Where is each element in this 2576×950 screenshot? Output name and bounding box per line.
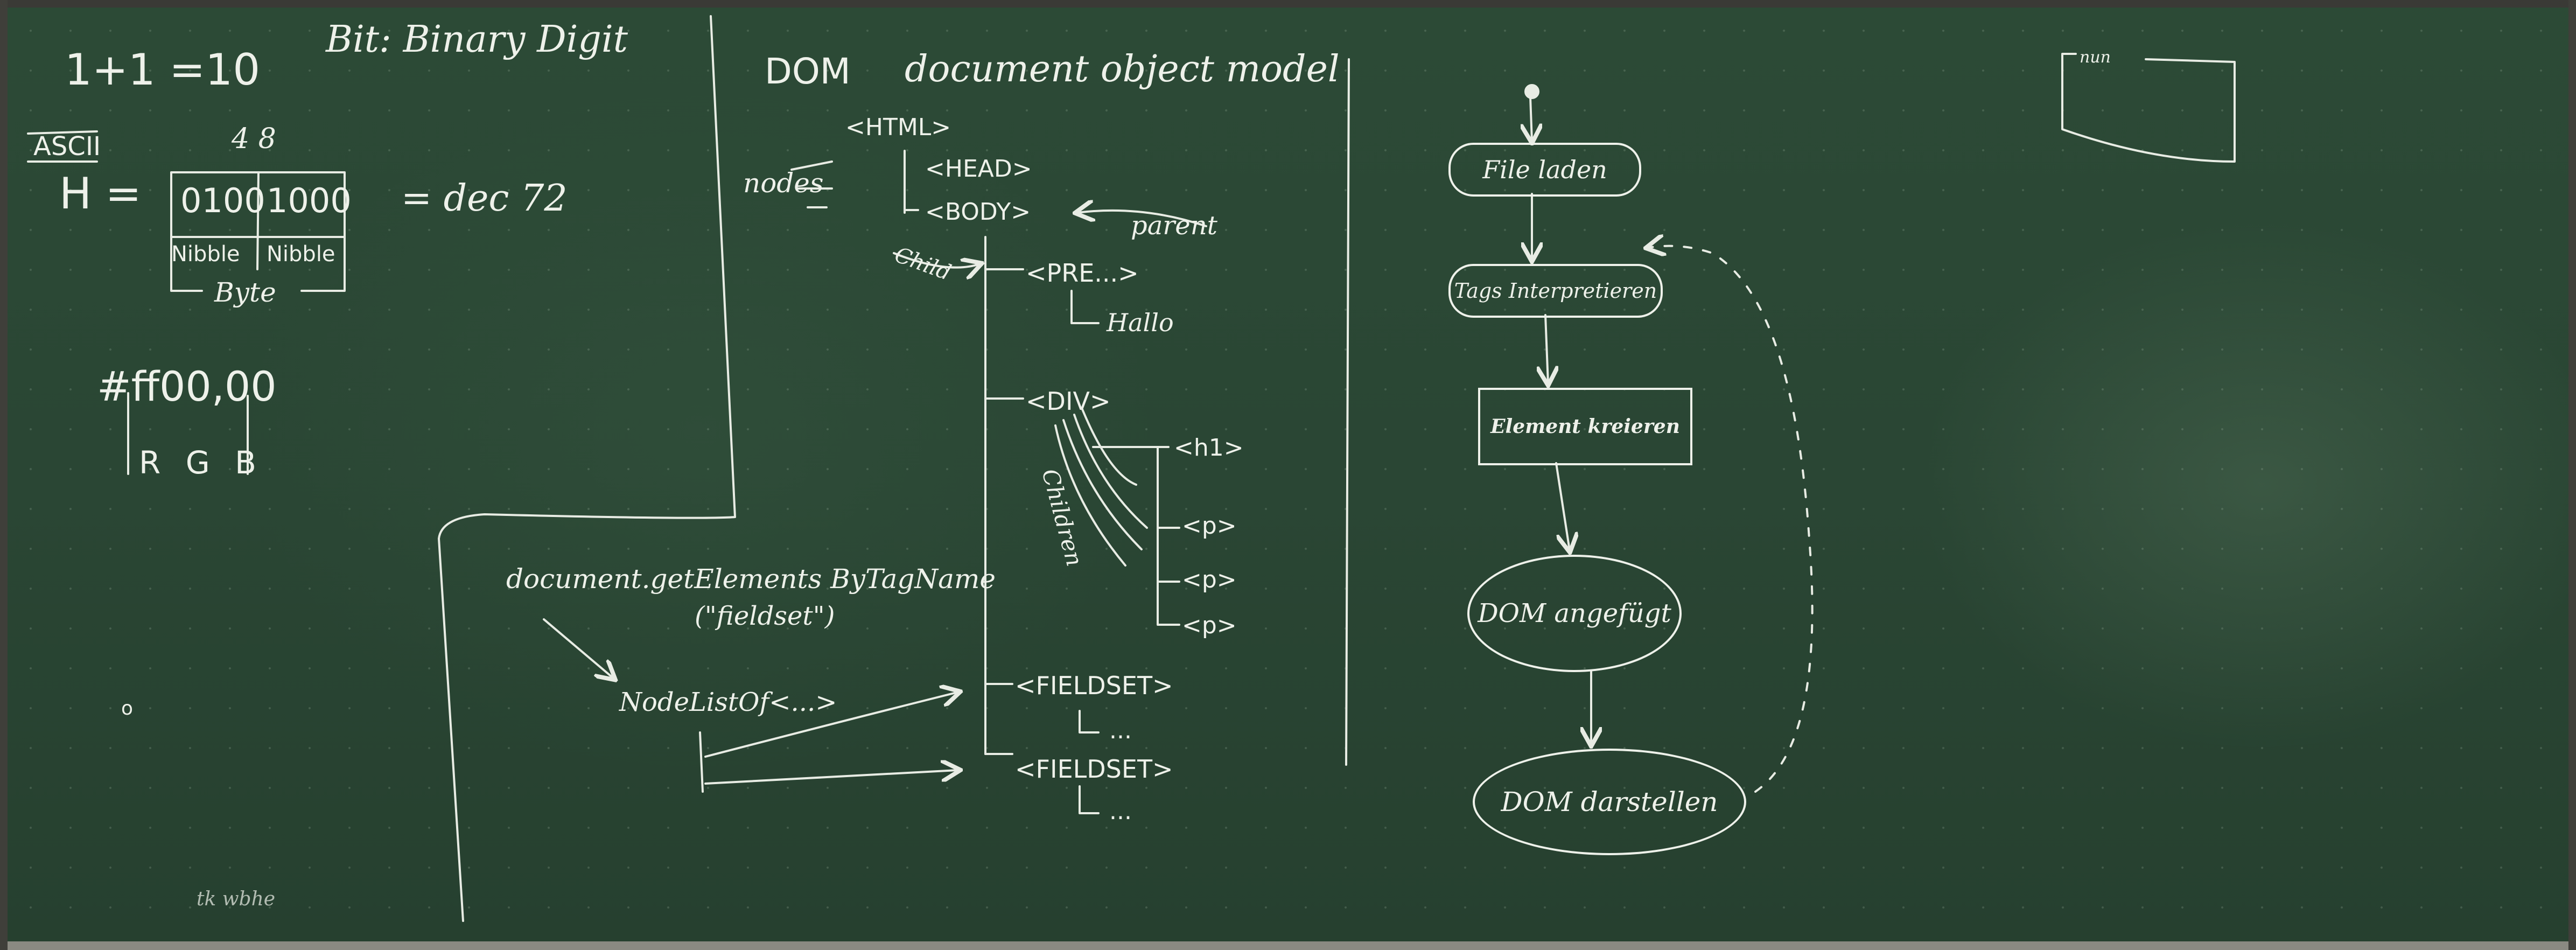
frame-sketch <box>2061 53 2236 163</box>
binary-equation: 1+1 =10 <box>65 45 261 95</box>
board-frame-right <box>2568 0 2576 950</box>
dom-subtitle: document object model <box>905 48 1340 90</box>
div-children-spine <box>1092 446 1180 626</box>
divider-line-2 <box>1345 58 1350 766</box>
nodes-label: nodes <box>743 167 824 199</box>
html-head-line <box>904 150 919 211</box>
nodelist-label: NodeListOf<...> <box>619 687 837 717</box>
fieldset-2-child: ... <box>1109 798 1132 825</box>
flow-arrow-0 <box>1530 96 1532 141</box>
nibble-left-label: Nibble <box>171 242 240 267</box>
pre-hallo <box>1070 290 1100 324</box>
nodelist-arrow-2 <box>704 770 958 785</box>
hex-bars <box>127 392 249 475</box>
code-argument: ("fieldset") <box>695 601 835 631</box>
byte-high-nibble: 0100 <box>180 181 265 220</box>
fieldset-1-child: ... <box>1109 717 1132 744</box>
byte-bracket <box>170 236 346 292</box>
tag-body: <BODY> <box>925 198 1031 226</box>
tag-html: <HTML> <box>845 114 951 141</box>
flow-step-file-laden: File laden <box>1448 143 1641 197</box>
tag-fieldset-2: <FIELDSET> <box>1015 755 1173 784</box>
divider-line-1 <box>438 15 736 922</box>
tag-p-2: <p> <box>1182 566 1237 593</box>
flow-step-tags-interpretieren: Tags Interpretieren <box>1448 264 1663 318</box>
flow-arrow-3 <box>1555 462 1570 550</box>
tag-head: <HEAD> <box>925 155 1032 183</box>
nibble-right-label: Nibble <box>267 242 335 267</box>
rgb-label: R G B <box>139 444 264 481</box>
board-frame-left <box>0 0 8 950</box>
tag-hallo: Hallo <box>1107 308 1174 337</box>
tag-fieldset-1: <FIELDSET> <box>1015 671 1173 700</box>
parent-label: parent <box>1131 211 1217 241</box>
bit-position-marks: 4 8 <box>232 123 276 155</box>
flow-arrow-2 <box>1545 314 1548 383</box>
code-call: document.getElements ByTagName <box>506 563 996 595</box>
dom-title: DOM <box>765 51 851 92</box>
nodes-dashes <box>790 160 833 208</box>
child-arrow <box>893 252 980 268</box>
board-frame-top <box>0 0 2576 8</box>
byte-low-nibble: 1000 <box>267 181 352 220</box>
small-mark: o <box>121 697 134 720</box>
flow-start-dot <box>1524 84 1539 99</box>
flow-step-dom-darstellen: DOM darstellen <box>1473 749 1746 855</box>
ascii-label: ASCII <box>33 131 101 162</box>
flow-step-element-kreieren: Element kreieren <box>1478 388 1692 465</box>
byte-label: Byte <box>214 277 276 308</box>
tag-p-3: <p> <box>1182 612 1237 639</box>
ascii-box <box>27 130 98 163</box>
tag-pre: <PRE...> <box>1026 259 1139 288</box>
call-arrow <box>543 618 614 679</box>
board-frame-bottom <box>0 941 2576 950</box>
bit-title: Bit: Binary Digit <box>326 18 628 61</box>
frame-sketch-label: nun <box>2080 48 2111 67</box>
decimal-value: = dec 72 <box>401 177 568 220</box>
tag-h1: <h1> <box>1174 434 1244 462</box>
flow-loop-back <box>1648 246 1814 793</box>
parent-arrow <box>1077 211 1207 227</box>
bottom-scribble: tk wbhe <box>197 888 276 910</box>
nodelist-arrow-1 <box>704 692 958 758</box>
children-hatch <box>1054 408 1148 567</box>
hex-color: #ff00,00 <box>97 362 277 410</box>
tag-div: <DIV> <box>1026 387 1111 416</box>
fieldset-child-lines <box>1079 710 1100 814</box>
tag-p-1: <p> <box>1182 512 1237 540</box>
h-equals: H = <box>59 169 142 219</box>
nodelist-stem <box>699 731 704 793</box>
flow-step-dom-angefuegt: DOM angefügt <box>1467 555 1682 672</box>
